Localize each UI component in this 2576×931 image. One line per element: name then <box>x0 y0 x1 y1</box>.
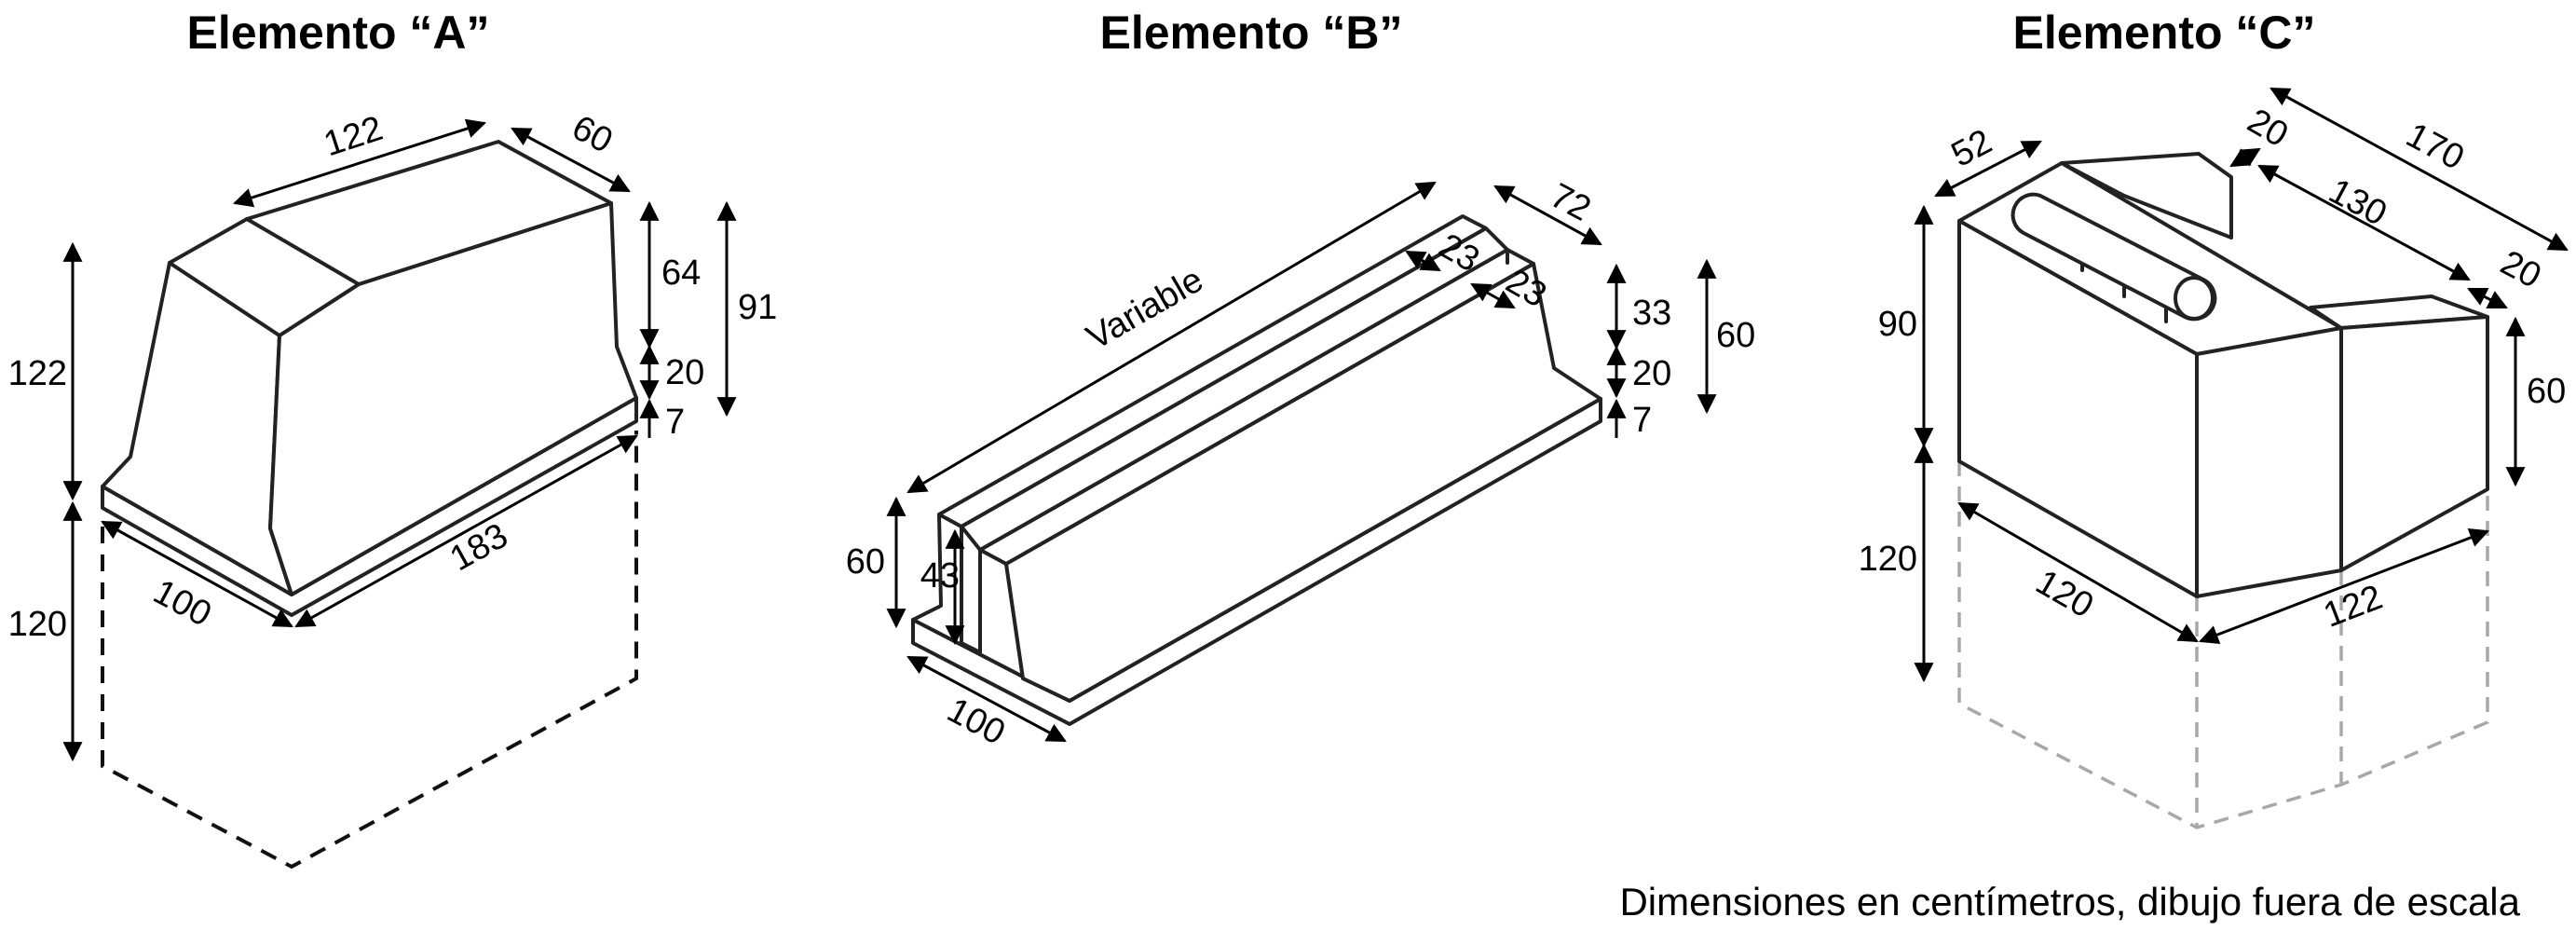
dim-a-60-line <box>511 127 631 193</box>
dim-c-130: 130 <box>2323 171 2393 234</box>
dim-b-variable-line <box>906 181 1437 494</box>
dim-c-170: 170 <box>2400 116 2471 178</box>
element-c-middle-face <box>2195 326 2343 598</box>
dim-c-20-top: 20 <box>2241 102 2295 156</box>
dim-a-91: 91 <box>738 288 777 327</box>
dim-b-100: 100 <box>941 691 1012 753</box>
dim-b-23-a-line <box>1405 250 1441 272</box>
dim-c-20-top-line <box>2229 147 2261 168</box>
dim-a-122-top-line <box>233 118 486 208</box>
element-a-top-break-edge <box>245 217 361 286</box>
dim-b-20: 20 <box>1632 354 1671 393</box>
dim-a-60: 60 <box>566 108 619 161</box>
dim-b-variable: Variable <box>1080 260 1209 358</box>
dim-c-122-line <box>2199 527 2489 645</box>
dim-b-23-b-line <box>1470 282 1516 309</box>
dim-a-122-left: 122 <box>8 354 67 393</box>
dim-b-60-right: 60 <box>1716 316 1755 355</box>
dim-c-120-left: 120 <box>1859 540 1917 579</box>
element-c-drawing: 52 20 170 130 20 90 60 120 120 122 <box>1859 87 2569 829</box>
element-c-wing-face <box>2339 315 2489 572</box>
dim-a-100-line <box>101 520 293 628</box>
dim-a-183-line <box>294 434 638 628</box>
dim-a-100: 100 <box>147 572 218 635</box>
dim-a-7: 7 <box>665 403 685 442</box>
dim-b-33: 33 <box>1632 294 1671 333</box>
dim-b-7: 7 <box>1632 401 1652 440</box>
element-c-handle-end <box>2174 276 2215 321</box>
footnote: Dimensiones en centímetros, dibujo fuera… <box>1619 880 2520 924</box>
dim-c-130-line <box>2257 164 2471 281</box>
dim-c-60: 60 <box>2527 372 2566 411</box>
dim-a-20: 20 <box>665 353 704 392</box>
dim-b-100-line <box>906 655 1067 743</box>
dim-c-170-line <box>2269 87 2569 252</box>
dim-c-20-right-line <box>2467 287 2508 309</box>
element-c-back-wall <box>2060 152 2233 240</box>
dim-c-52-line <box>1934 140 2042 198</box>
dim-b-72: 72 <box>1544 176 1597 229</box>
dim-b-60-left: 60 <box>846 542 885 582</box>
dim-c-20-right: 20 <box>2494 243 2547 296</box>
title-element-c: Elemento “C” <box>2012 7 2315 59</box>
element-a-drawing: 122 60 64 91 20 7 122 120 100 183 <box>8 108 777 869</box>
dim-b-72-line <box>1493 185 1602 246</box>
dim-b-43: 43 <box>920 556 960 596</box>
dim-c-120-bottom-line <box>1957 501 2199 643</box>
element-c-hidden-base <box>1957 461 2489 829</box>
title-element-b: Elemento “B” <box>1099 7 1402 59</box>
dim-c-120-bottom: 120 <box>2029 563 2100 626</box>
dim-a-120: 120 <box>8 605 67 644</box>
element-b-drawing: Variable 72 23 23 33 60 20 7 60 43 100 <box>846 176 1756 753</box>
dim-a-64: 64 <box>661 253 701 293</box>
title-element-a: Elemento “A” <box>186 7 489 59</box>
dim-c-122: 122 <box>2319 578 2388 636</box>
dim-c-90: 90 <box>1878 305 1917 344</box>
